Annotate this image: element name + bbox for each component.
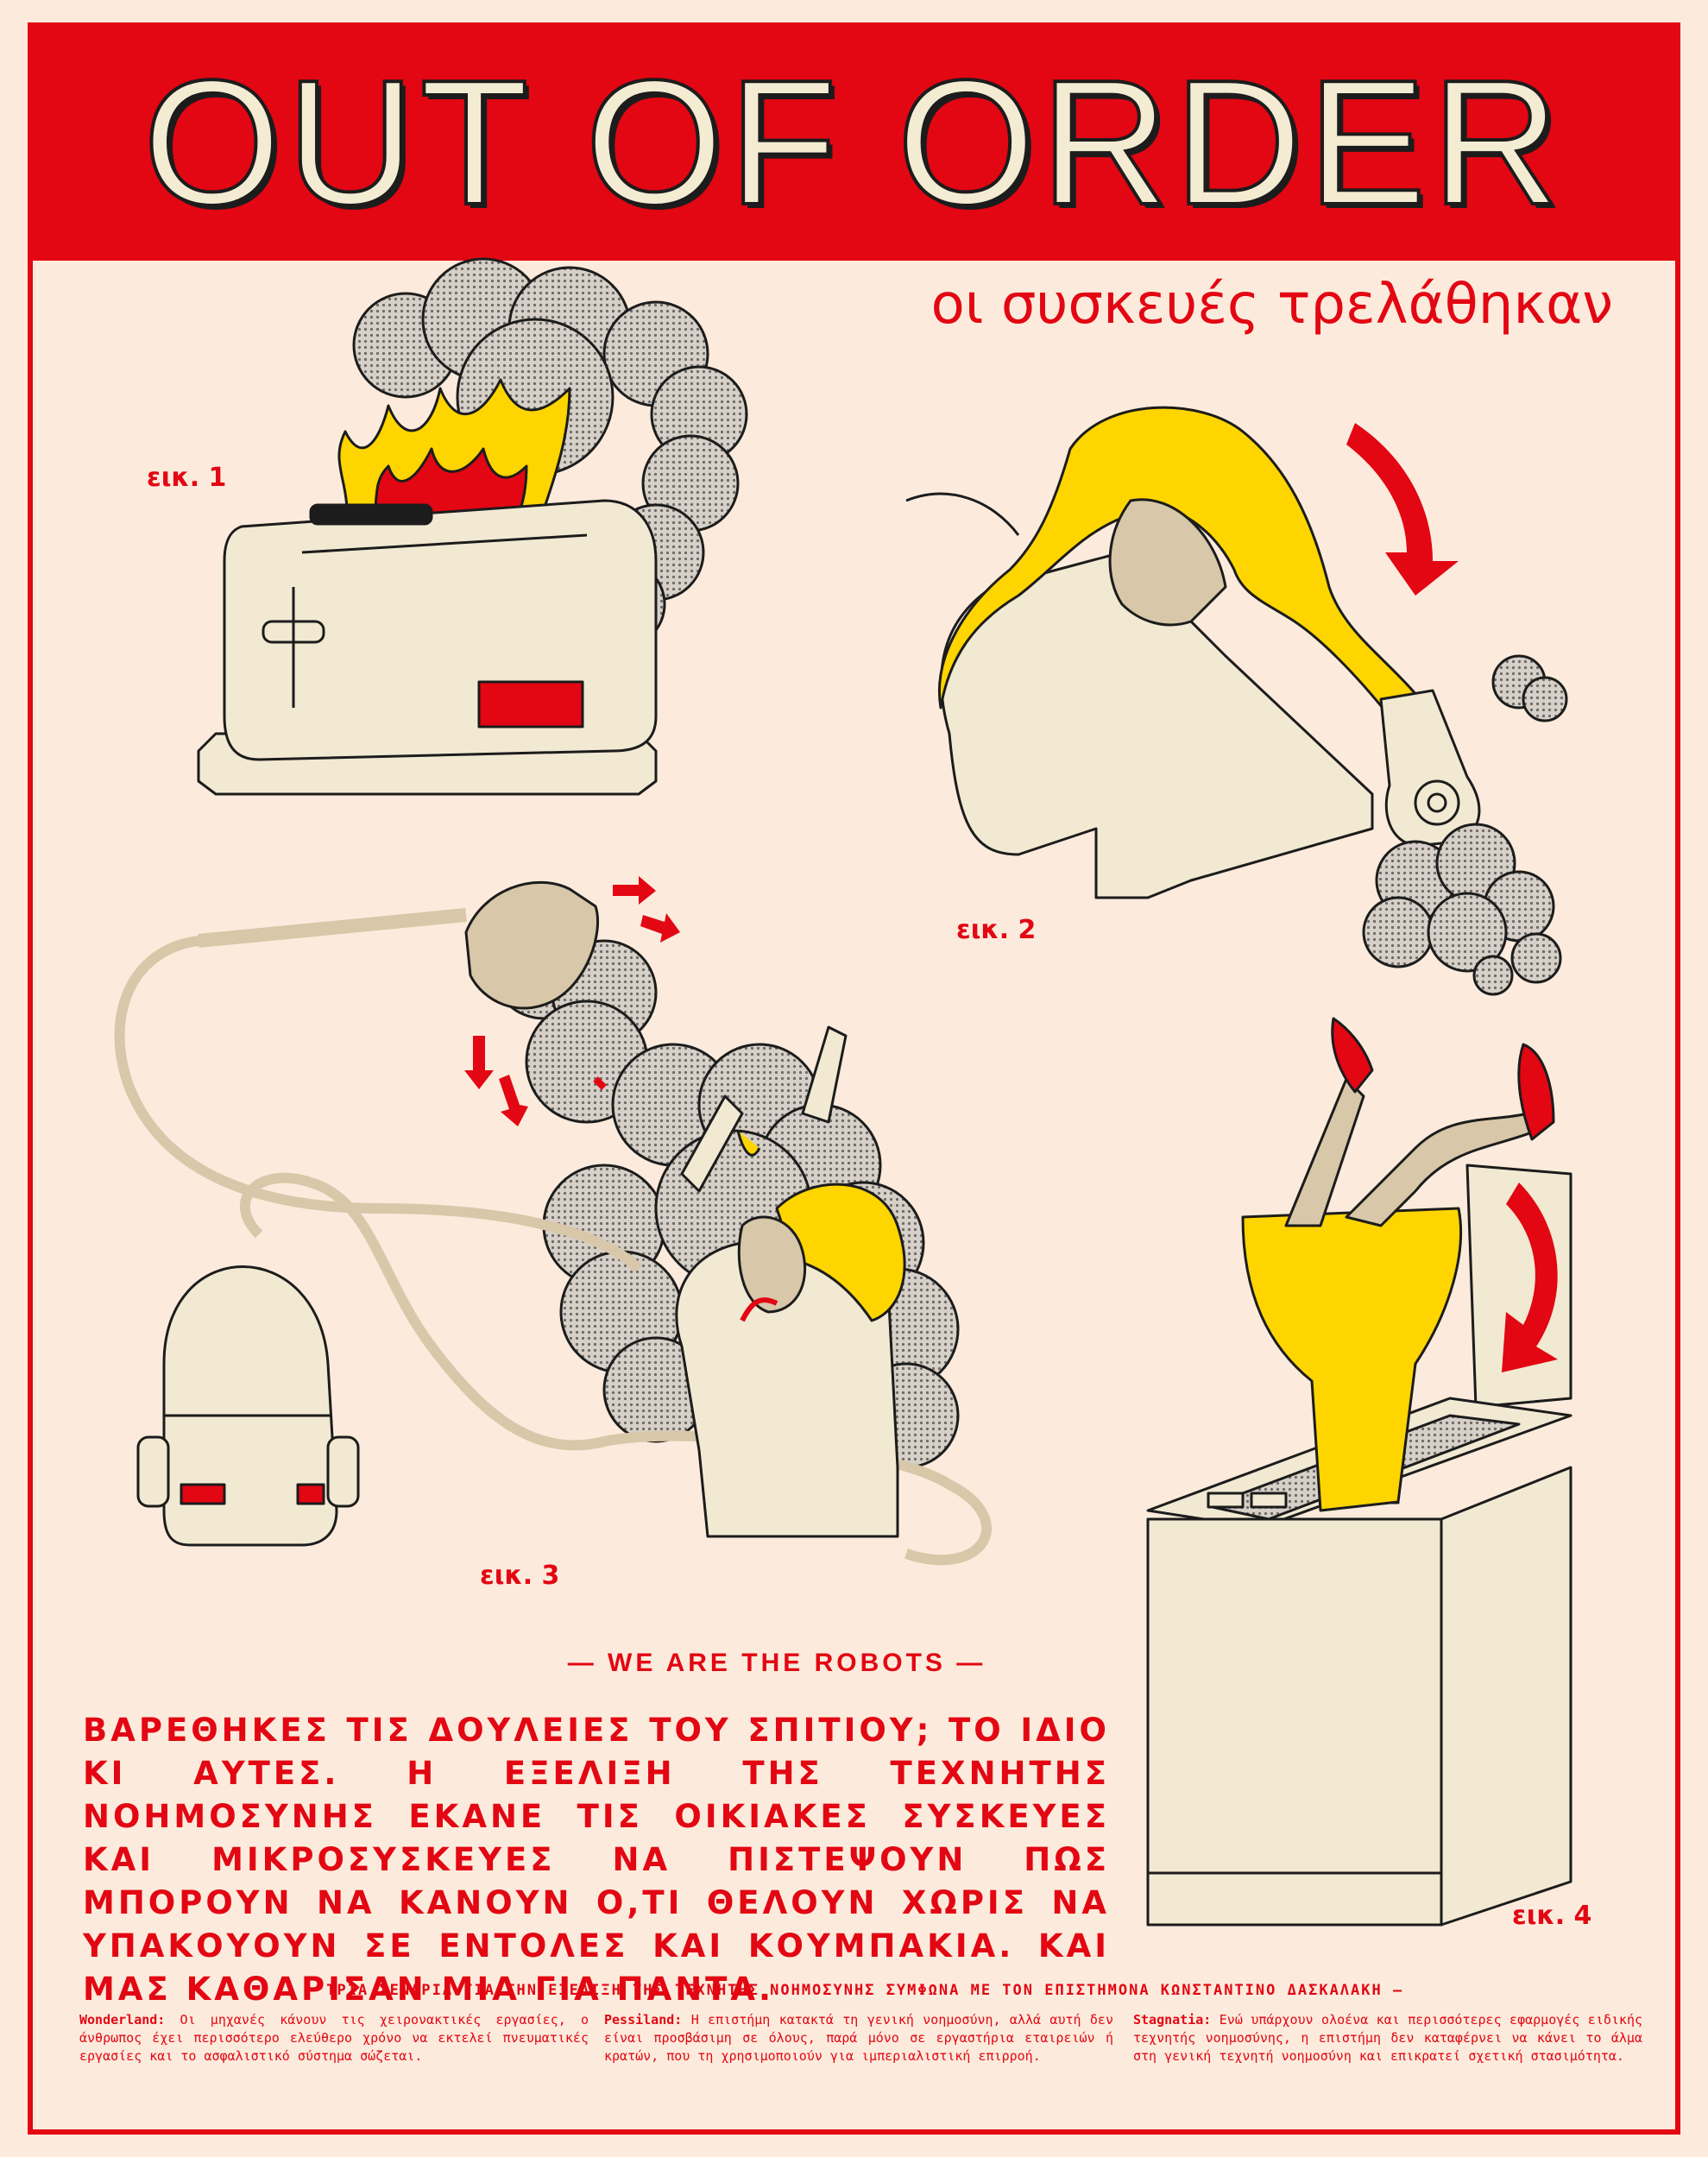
vacuum-red-light-2 [296, 1483, 325, 1505]
vacuum-wheel-right [326, 1435, 360, 1508]
smoke-cloud-2 [1362, 654, 1568, 996]
scenario-text: Οι μηχανές κάνουν τις χειρονακτικές εργα… [79, 2012, 589, 2064]
vacuum-red-light-1 [180, 1483, 226, 1505]
scenario-name: Pessiland: [604, 2012, 683, 2028]
arrow-curved-down-2 [1502, 1183, 1558, 1372]
vacuum-hose [114, 936, 992, 1566]
figure-label-4: εικ. 4 [1512, 1901, 1592, 1931]
arrow-curved-down-1 [1346, 423, 1459, 596]
person-3-arm-left [680, 1094, 744, 1193]
scenario-pessiland: Pessiland: Η επιστήμη κατακτά τη γενική … [604, 2011, 1113, 2066]
vacuum-nozzle [464, 880, 600, 1010]
scenario-name: Wonderland: [79, 2012, 166, 2028]
person-2-hair [938, 406, 1434, 718]
figure-label-3: εικ. 3 [480, 1561, 560, 1591]
scenario-wonderland: Wonderland: Οι μηχανές κάνουν τις χειρον… [79, 2011, 589, 2066]
person-3-face [737, 1215, 807, 1314]
small-arrows-3 [464, 876, 680, 1126]
vacuum-wheel-left [136, 1435, 170, 1508]
scenario-stagnatia: Stagnatia: Ενώ υπάρχουν ολοένα και περισ… [1133, 2011, 1642, 2066]
shoe-left [1331, 1017, 1374, 1094]
scenario-name: Stagnatia: [1133, 2012, 1212, 2028]
section-body: ΒΑΡΕΘΗΚΕΣ ΤΙΣ ΔΟΥΛΕΙΕΣ ΤΟΥ ΣΠΙΤΙΟΥ; ΤΟ Ι… [83, 1712, 1110, 2008]
header-banner: OUT OF ORDER [28, 22, 1680, 261]
person-4-leg-left [1284, 1077, 1365, 1227]
vacuum-body [162, 1265, 338, 1547]
poster-subtitle: οι συσκευές τρελάθηκαν [930, 273, 1613, 337]
box-side [1440, 1466, 1572, 1927]
toaster-slot [309, 503, 433, 526]
toaster-red-panel [477, 680, 584, 728]
scenarios-heading: — ΤΡΙΑ ΣΕΝΑΡΙΑ ΓΙΑ ΤΗΝ ΕΞΕΛΙΞΗ ΤΗΣ ΤΕΧΝΗ… [305, 1982, 1404, 1999]
box-front [1146, 1517, 1443, 1927]
shoe-right [1517, 1043, 1555, 1141]
box-illustration [1146, 1017, 1572, 1927]
person-3-arm-right [801, 1025, 848, 1124]
toaster-illustration [197, 257, 748, 796]
poster-frame [28, 22, 1680, 2135]
figure-label-1: εικ. 1 [147, 463, 227, 493]
person-3-hair [775, 1183, 906, 1322]
scenario-text: Ενώ υπάρχουν ολοένα και περισσότερες εφα… [1133, 2012, 1643, 2064]
hairdryer-illustration [905, 406, 1568, 996]
section-heading: — WE ARE THE ROBOTS — [567, 1649, 986, 1677]
person-4-skirt [1241, 1207, 1462, 1512]
scenario-text: Η επιστήμη κατακτά τη γενική νοημοσύνη, … [604, 2012, 1113, 2064]
vacuum-illustration [114, 880, 992, 1566]
poster-title: OUT OF ORDER [142, 43, 1566, 242]
person-2-face [1108, 498, 1227, 627]
figure-label-2: εικ. 2 [956, 915, 1037, 945]
